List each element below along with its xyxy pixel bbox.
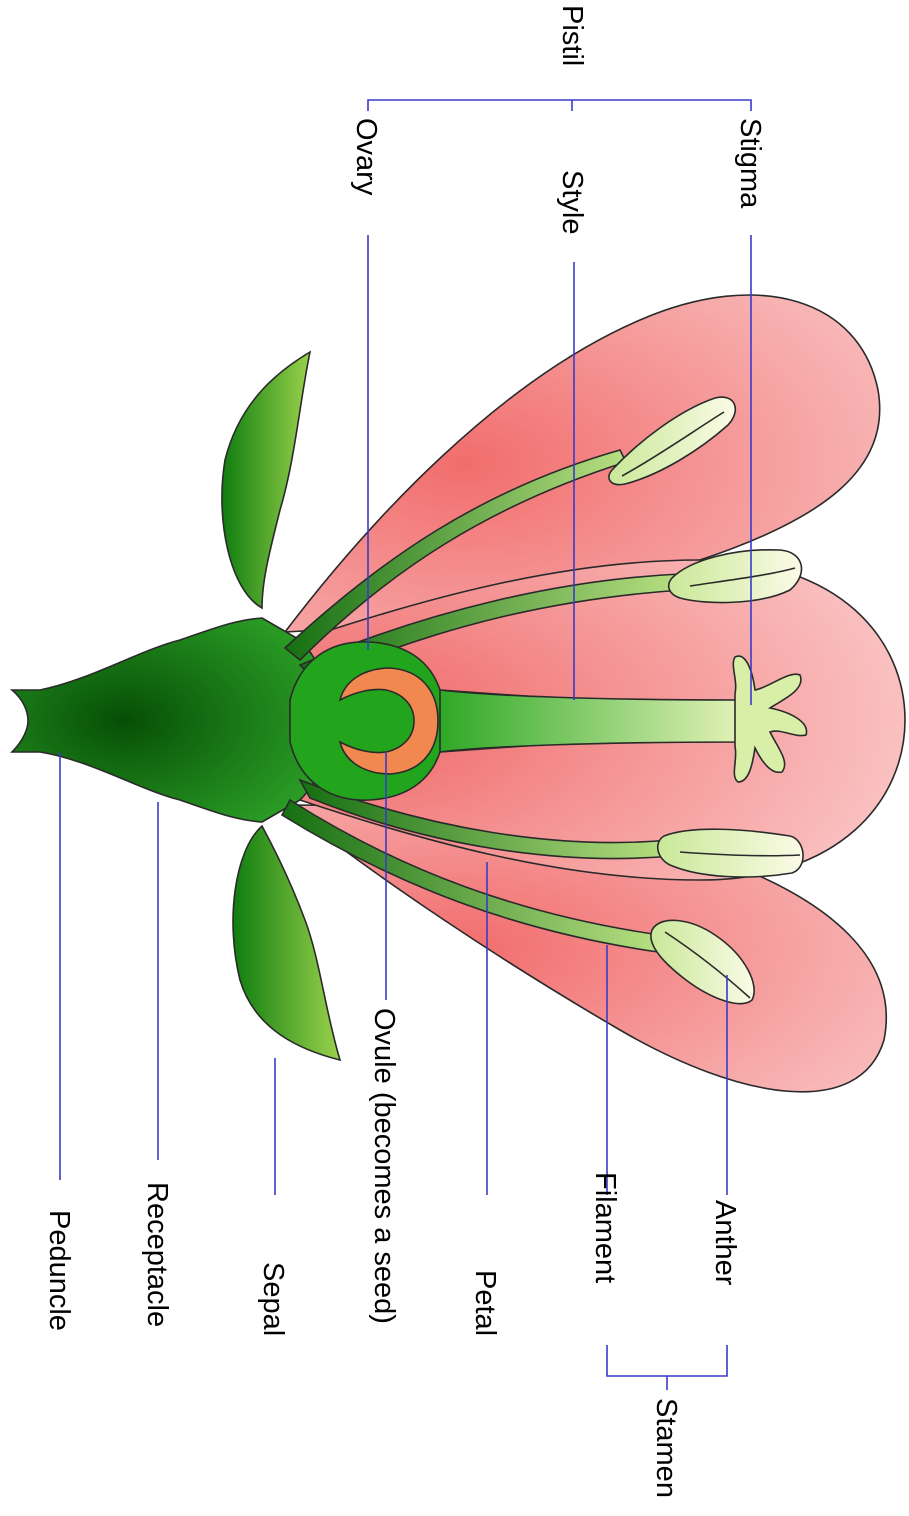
sepal-upper <box>222 352 310 608</box>
label-stamen: Stamen <box>650 1398 682 1498</box>
label-receptacle: Receptacle <box>141 1182 173 1327</box>
label-stigma: Stigma <box>734 118 766 209</box>
sepal-lower <box>233 826 340 1060</box>
stamen-bracket <box>607 1345 727 1376</box>
label-style: Style <box>556 170 588 234</box>
label-sepal: Sepal <box>257 1262 289 1336</box>
label-ovule: Ovule (becomes a seed) <box>368 1008 400 1324</box>
label-pistil: Pistil <box>556 5 588 66</box>
label-petal: Petal <box>469 1270 501 1336</box>
label-ovary: Ovary <box>350 118 382 196</box>
label-anther: Anther <box>709 1200 741 1286</box>
label-peduncle: Peduncle <box>43 1210 75 1331</box>
pistil-bracket <box>368 100 751 111</box>
label-filament: Filament <box>589 1172 621 1283</box>
style-shape <box>440 690 740 752</box>
